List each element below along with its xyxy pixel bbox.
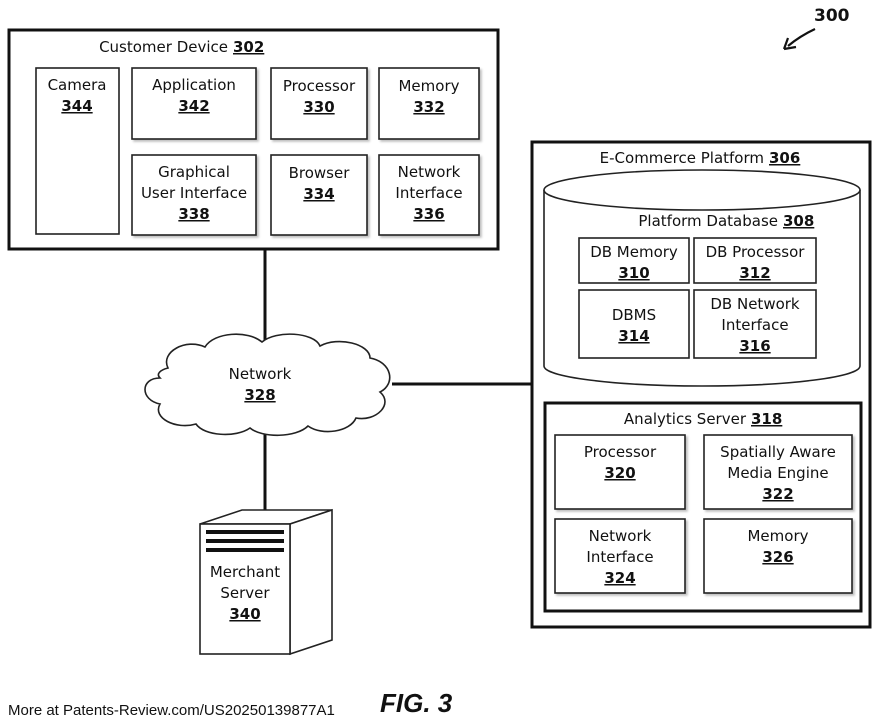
ecommerce-platform-num: 306	[769, 149, 800, 167]
svg-text:Application: Application	[152, 76, 236, 94]
svg-text:310: 310	[618, 264, 649, 282]
svg-text:Processor: Processor	[584, 443, 657, 461]
analytics-network-interface-box: Network Interface 324	[555, 519, 685, 593]
svg-text:Network: Network	[398, 163, 461, 181]
browser-box: Browser 334	[271, 155, 367, 235]
processor-box: Processor 330	[271, 68, 367, 139]
svg-text:Merchant: Merchant	[210, 563, 280, 581]
svg-text:DB Processor: DB Processor	[706, 243, 806, 261]
svg-text:Memory: Memory	[747, 527, 808, 545]
merchant-server: Merchant Server 340	[200, 510, 332, 654]
dbms-box: DBMS 314	[579, 290, 689, 358]
network-interface-box: Network Interface 336	[379, 155, 479, 235]
svg-text:Interface: Interface	[395, 184, 462, 202]
memory-box: Memory 332	[379, 68, 479, 139]
svg-text:Interface: Interface	[721, 316, 788, 334]
application-box: Application 342	[132, 68, 256, 139]
svg-text:User Interface: User Interface	[141, 184, 247, 202]
svg-text:322: 322	[762, 485, 793, 503]
svg-text:Analytics Server: Analytics Server	[624, 410, 747, 428]
svg-text:Network: Network	[589, 527, 652, 545]
figure-ref: 300	[814, 6, 850, 26]
analytics-memory-box: Memory 326	[704, 519, 852, 593]
svg-text:Spatially Aware: Spatially Aware	[720, 443, 836, 461]
svg-text:324: 324	[604, 569, 635, 587]
customer-device-num: 302	[233, 38, 264, 56]
network-label: Network	[229, 365, 292, 383]
svg-text:Server: Server	[220, 584, 270, 602]
svg-text:330: 330	[303, 98, 334, 116]
svg-text:314: 314	[618, 327, 649, 345]
network-cloud: Network 328	[145, 334, 390, 435]
svg-text:Media Engine: Media Engine	[727, 464, 828, 482]
svg-text:336: 336	[413, 205, 444, 223]
customer-device-title: Customer Device	[99, 38, 228, 56]
svg-text:Processor: Processor	[283, 77, 356, 95]
db-memory-box: DB Memory 310	[579, 238, 689, 283]
platform-database: Platform Database 308 DB Memory 310 DB P…	[544, 170, 860, 386]
footer-source: More at Patents-Review.com/US20250139877…	[8, 702, 335, 719]
customer-device: Customer Device 302 Camera 344 Applicati…	[9, 30, 498, 249]
svg-text:338: 338	[178, 205, 209, 223]
svg-text:332: 332	[413, 98, 444, 116]
analytics-processor-box: Processor 320	[555, 435, 685, 509]
svg-text:334: 334	[303, 185, 334, 203]
figure-ref-arrow-icon	[788, 29, 815, 46]
db-processor-box: DB Processor 312	[694, 238, 816, 283]
camera-box: Camera 344	[36, 68, 119, 234]
svg-text:316: 316	[739, 337, 770, 355]
svg-text:312: 312	[739, 264, 770, 282]
svg-text:344: 344	[61, 97, 92, 115]
svg-text:340: 340	[229, 605, 260, 623]
svg-text:Camera: Camera	[48, 76, 107, 94]
ecommerce-platform-title: E-Commerce Platform	[600, 149, 764, 167]
svg-text:DB Memory: DB Memory	[590, 243, 678, 261]
network-num: 328	[244, 386, 275, 404]
svg-text:DB Network: DB Network	[710, 295, 800, 313]
analytics-server: Analytics Server 318 Processor 320 Spati…	[545, 403, 861, 611]
svg-text:Interface: Interface	[586, 548, 653, 566]
svg-text:326: 326	[762, 548, 793, 566]
svg-text:342: 342	[178, 97, 209, 115]
svg-text:DBMS: DBMS	[612, 306, 656, 324]
svg-text:Platform Database: Platform Database	[638, 212, 778, 230]
ecommerce-platform: E-Commerce Platform 306 Platform Databas…	[532, 142, 870, 627]
svg-text:Graphical: Graphical	[158, 163, 230, 181]
gui-box: Graphical User Interface 338	[132, 155, 256, 235]
svg-text:320: 320	[604, 464, 635, 482]
svg-text:318: 318	[751, 410, 782, 428]
cloud-icon	[145, 334, 390, 435]
figure-label: FIG. 3	[380, 688, 452, 719]
db-network-interface-box: DB Network Interface 316	[694, 290, 816, 358]
svg-text:Browser: Browser	[289, 164, 351, 182]
svg-text:308: 308	[783, 212, 814, 230]
media-engine-box: Spatially Aware Media Engine 322	[704, 435, 852, 509]
svg-text:Memory: Memory	[398, 77, 459, 95]
